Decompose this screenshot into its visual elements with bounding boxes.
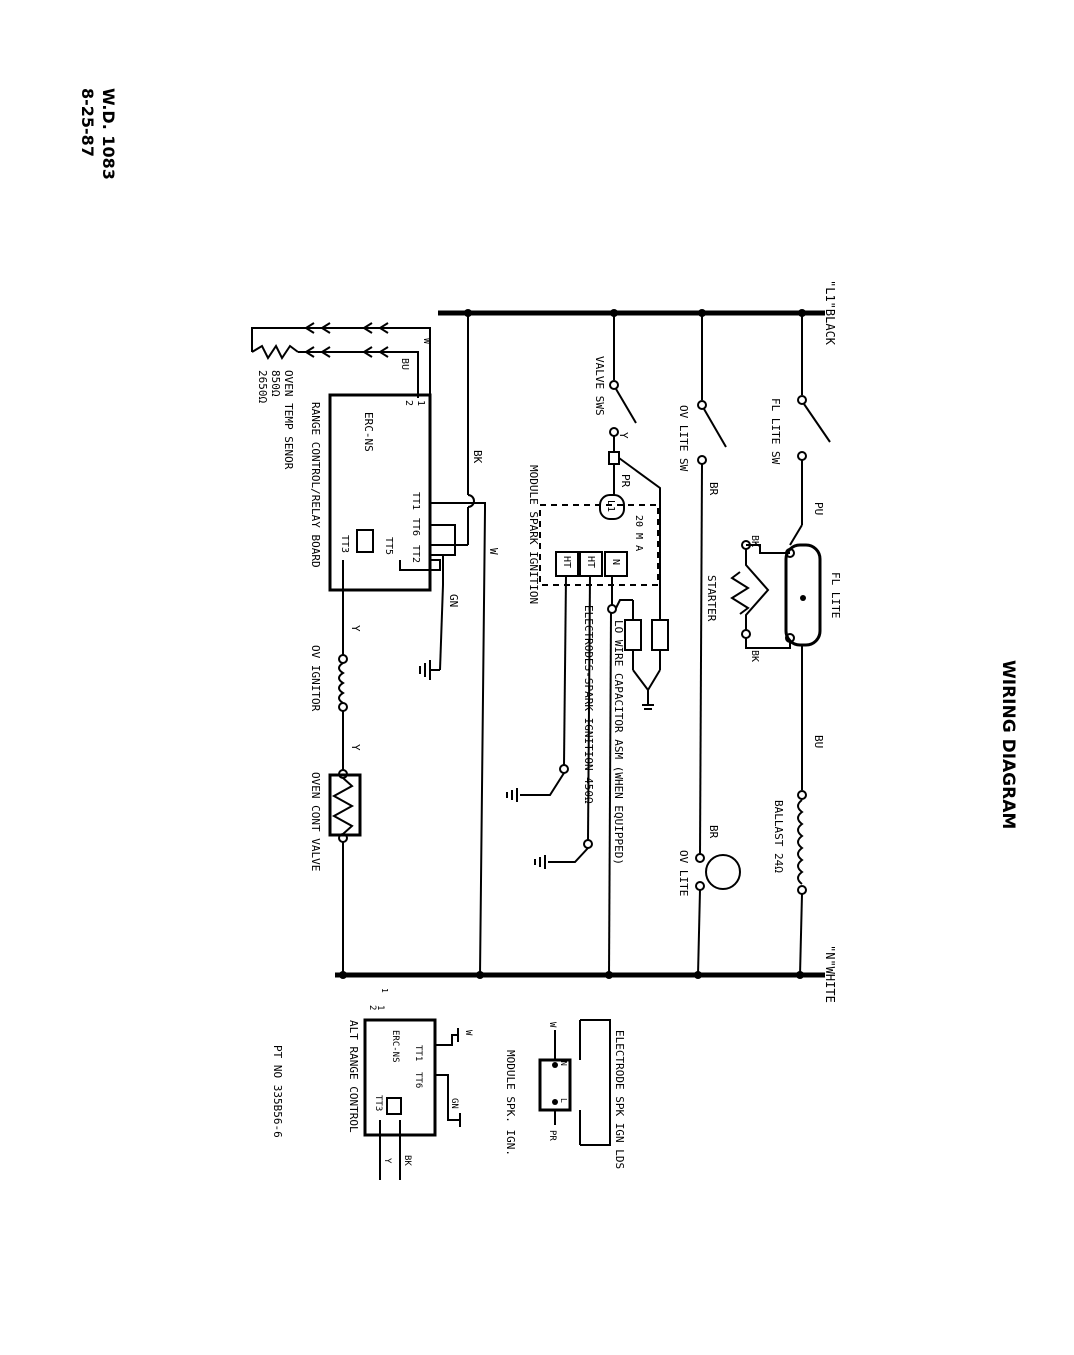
fl-lite-label: FL LITE [829, 572, 842, 618]
wire-y-ignitor-top: Y [349, 625, 362, 632]
doc-number: W.D. 1083 [99, 88, 118, 180]
module-spk-label: MODULE SPK. IGN. [504, 1050, 517, 1156]
alt-erc: ERC-NS [390, 1030, 400, 1063]
module-term-l: L [559, 1098, 568, 1103]
ov-ignitor-label: OV IGNITOR [309, 645, 322, 712]
alt-wire-bk: BK [402, 1155, 412, 1166]
term-tt6: TT6 [410, 518, 421, 536]
ov-ignitor [338, 654, 348, 712]
alt-wire-w-tt: 1 [380, 988, 389, 993]
starter-label: STARTER [705, 575, 718, 622]
valve-sws-label: VALVE SWS [593, 356, 606, 416]
alt-wire-w: W [463, 1030, 473, 1036]
alt-wire-y: Y [382, 1158, 392, 1164]
doc-date: 8-25-87 [78, 88, 97, 157]
electrodes-label: ELECTRODES-SPARK IGNITION 450Ω [582, 605, 595, 804]
sensor-r1: 850Ω [269, 370, 282, 397]
alt-t1: 1 [375, 1005, 385, 1010]
alt-range-control: ERC-NS TT1 TT6 TT3 1 2 W GN BK Y 1 [363, 988, 473, 1180]
module-spark-label: MODULE SPARK IGNITION [527, 465, 540, 604]
lo-wire-capacitor [615, 599, 669, 710]
ma-label: 20 M A [633, 515, 644, 551]
starter [730, 540, 791, 649]
sensor-r2: 2650Ω [256, 370, 269, 403]
term-tt2: TT2 [410, 545, 421, 563]
oven-cont-valve-label: OVEN CONT VALVE [309, 772, 322, 871]
alt-t2: 2 [367, 1005, 377, 1010]
wire-bu-sensor: BU [399, 358, 410, 370]
ballast-label: BALLAST 24Ω [772, 800, 785, 873]
wire-bk: BK [471, 450, 484, 464]
lo-wire-label: LO WIRE CAPACITOR ASM (WHEN EQUIPPED) [612, 620, 625, 865]
electrode-2 [506, 575, 569, 802]
sensor-label: OVEN TEMP SENOR [282, 370, 295, 470]
n-bus [335, 971, 825, 979]
term-tt3: TT3 [339, 535, 350, 553]
wire-y-valve-bottom: Y [349, 744, 362, 751]
term-1: 1 [415, 400, 426, 406]
term-ht1: HT [585, 556, 596, 568]
term-2: 2 [403, 400, 414, 406]
wire-bu-ballast: BU [812, 735, 825, 748]
wire-w-main: W [487, 548, 500, 555]
term-tt1: TT1 [410, 492, 421, 510]
range-control-board: ERC-NS 1 2 TT1 TT6 TT2 TT5 TT3 [328, 393, 432, 592]
module-wire-pr: PR [547, 1130, 557, 1141]
wire-w-sensor: W [421, 338, 432, 345]
starter-bk-top: BK [749, 535, 760, 547]
term-n: N [610, 559, 621, 565]
module-spk-ign-inset: N L W PR [538, 1019, 611, 1146]
fl-lite-sw-label: FL LITE SW [769, 398, 782, 465]
ov-lite-label: OV LITE [677, 850, 690, 896]
module-wire-w: W [547, 1022, 557, 1028]
alt-tt1: TT1 [413, 1045, 423, 1061]
module-term-n: N [559, 1061, 568, 1066]
alt-range-label: ALT RANGE CONTROL [347, 1020, 360, 1133]
oven-temp-sensor: W BU [251, 322, 432, 398]
module-spark-ignition: L1 N HT HT [539, 494, 659, 586]
ov-lite-lamp [695, 853, 741, 891]
ov-lite-sw-label: OV LITE SW [677, 405, 690, 472]
n-label: "N"WHITE [823, 945, 837, 1003]
term-l1: L1 [605, 500, 616, 512]
wire-br-bottom: BR [707, 825, 720, 839]
l1-label: "L1"BLACK [823, 280, 837, 346]
fl-lite-switch [797, 313, 831, 485]
pt-number: PT NO 335B56-6 [271, 1045, 284, 1138]
wire-pu: PU [812, 502, 825, 515]
erc-label: ERC-NS [362, 412, 375, 452]
oven-cont-valve [328, 769, 362, 843]
diagram-title: WIRING DIAGRAM [998, 660, 1018, 829]
range-control-label: RANGE CONTROL/RELAY BOARD [309, 402, 322, 568]
wire-y-valve: Y [617, 432, 630, 439]
alt-tt6: TT6 [413, 1072, 423, 1088]
term-ht2: HT [561, 556, 572, 568]
wire-gn: GN [447, 594, 460, 607]
wire-br-top: BR [707, 482, 720, 496]
term-tt5: TT5 [383, 537, 394, 555]
fl-lite-tube [784, 543, 822, 647]
starter-bk-bottom: BK [749, 650, 760, 662]
wire-pr: PR [619, 474, 632, 488]
valve-switch [608, 313, 637, 465]
electrode-spk-label: ELECTRODE SPK IGN LDS [613, 1030, 626, 1169]
l1-bus [438, 309, 825, 317]
alt-wire-gn: GN [449, 1098, 459, 1109]
ov-lite-switch [697, 313, 727, 465]
electrode-1 [534, 575, 593, 869]
alt-tt3: TT3 [373, 1095, 383, 1111]
ballast-coil [797, 790, 807, 895]
